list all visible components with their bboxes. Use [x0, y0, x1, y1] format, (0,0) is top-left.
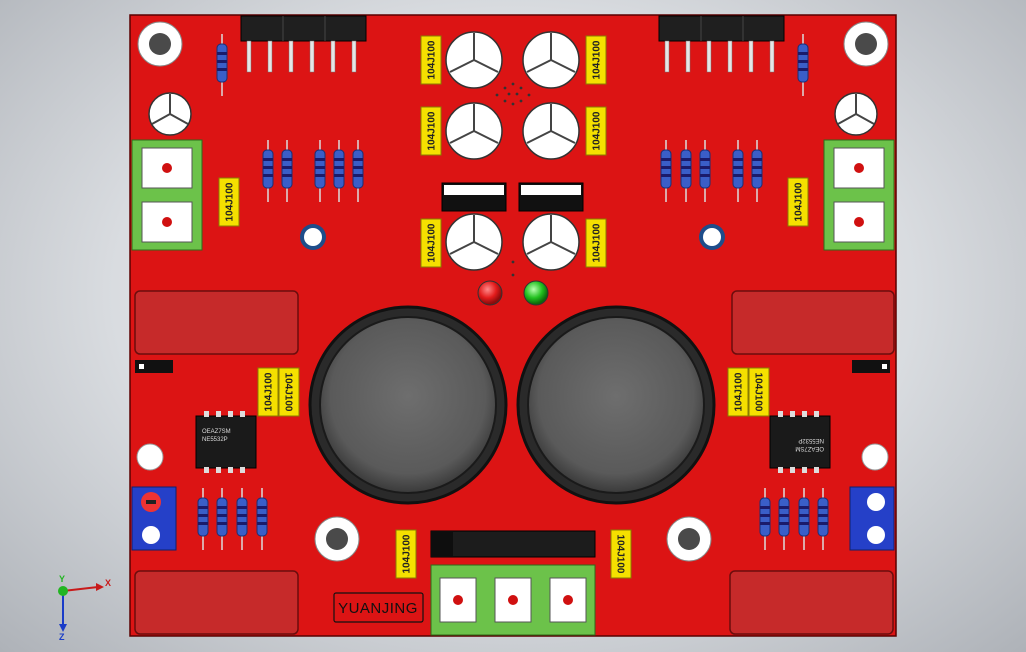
large-capacitor-right — [516, 305, 716, 505]
cap-marking: 104J100 — [794, 182, 805, 221]
resistor — [352, 140, 364, 202]
test-pad — [136, 443, 164, 471]
header-left — [135, 360, 173, 373]
cap-marking: 104J100 — [615, 535, 626, 574]
chip-marking-1: OEAZ7SM — [202, 429, 231, 435]
cap-label: 104J100 — [218, 177, 240, 227]
terminal-green-left — [131, 139, 203, 251]
resistor — [660, 140, 672, 202]
resistor — [798, 488, 810, 550]
resistor — [216, 34, 228, 96]
regulator-left — [441, 182, 507, 212]
cap-marking: 104J100 — [402, 534, 413, 573]
cap-marking: 104J100 — [427, 111, 438, 150]
trimmer-right — [699, 224, 725, 250]
large-capacitor-left — [308, 305, 508, 505]
test-pad — [861, 443, 889, 471]
cap-marking: 104J100 — [734, 372, 745, 411]
resistor — [262, 140, 274, 202]
resistor — [236, 488, 248, 550]
axis-z-label: Z — [59, 632, 65, 642]
cap-label: 104J100 — [257, 367, 279, 417]
cap-marking: 104J100 — [427, 40, 438, 79]
cap-marking: 104J100 — [427, 223, 438, 262]
cap-labels: 104J100 104J100 104J100 104J100 104J100 104J1… — [218, 35, 809, 579]
resistor — [751, 140, 763, 202]
terminal-blue-right — [849, 486, 895, 551]
film-capacitor — [134, 290, 895, 635]
trimmer-left — [300, 224, 326, 250]
terminal-green-bottom — [430, 564, 596, 636]
mounting-hole-bottom-left — [314, 516, 360, 562]
cap-label: 104J100 — [585, 106, 607, 156]
cap-label: 104J100 — [610, 529, 632, 579]
resistor — [759, 488, 771, 550]
resistor-array — [197, 34, 829, 550]
cap-label: 104J100 — [787, 177, 809, 227]
resistor — [216, 488, 228, 550]
resistor — [699, 140, 711, 202]
cap-marking: 104J100 — [592, 111, 603, 150]
header-right — [852, 360, 890, 373]
silkscreen-brand: YUANJING — [333, 592, 424, 623]
mounting-hole-bottom-right — [666, 516, 712, 562]
chip-marking-2: NE5532P — [798, 437, 824, 443]
resistor — [281, 140, 293, 202]
cap-marking: 104J100 — [264, 372, 275, 411]
resistor — [797, 34, 809, 96]
resistor — [732, 140, 744, 202]
resistor — [256, 488, 268, 550]
led-red — [477, 280, 503, 306]
resistor — [314, 140, 326, 202]
power-ic-right — [658, 15, 785, 73]
axis-x-label: X — [105, 578, 111, 588]
resistor — [817, 488, 829, 550]
resistor — [778, 488, 790, 550]
cap-label: 104J100 — [395, 529, 417, 579]
cap-marking: 104J100 — [225, 182, 236, 221]
electrolytic-cap — [148, 31, 878, 271]
axis-y-label: Y — [59, 574, 65, 584]
cap-label: 104J100 — [420, 106, 442, 156]
mounting-hole-top-left — [137, 21, 183, 67]
opamp-chip-right: OEAZ7SM NE5532P — [769, 411, 831, 473]
cap-label: 104J100 — [420, 218, 442, 268]
led-green — [523, 280, 549, 306]
cap-label: 104J100 — [585, 218, 607, 268]
chip-marking-1: OEAZ7SM — [795, 445, 824, 451]
opamp-chip-left: OEAZ7SM NE5532P — [195, 411, 257, 473]
axis-triad: X Y Z — [58, 574, 111, 642]
cap-label: 104J100 — [727, 367, 749, 417]
via-dots — [495, 82, 531, 277]
cap-marking: 104J100 — [283, 373, 294, 412]
terminal-green-right — [823, 139, 895, 251]
resistor — [680, 140, 692, 202]
resistor — [333, 140, 345, 202]
cap-label: 104J100 — [278, 367, 300, 417]
cap-label: 104J100 — [585, 35, 607, 85]
bridge-rectifier — [430, 530, 596, 558]
power-ic-left — [240, 15, 367, 73]
resistor — [197, 488, 209, 550]
cap-label: 104J100 — [420, 35, 442, 85]
cap-marking: 104J100 — [753, 373, 764, 412]
chip-marking-2: NE5532P — [202, 437, 228, 443]
terminal-blue-left — [131, 486, 177, 551]
cap-marking: 104J100 — [592, 40, 603, 79]
mounting-hole-top-right — [843, 21, 889, 67]
cap-label: 104J100 — [748, 367, 770, 417]
regulator-right — [518, 182, 584, 212]
cap-marking: 104J100 — [592, 223, 603, 262]
brand-text: YUANJING — [338, 600, 418, 617]
